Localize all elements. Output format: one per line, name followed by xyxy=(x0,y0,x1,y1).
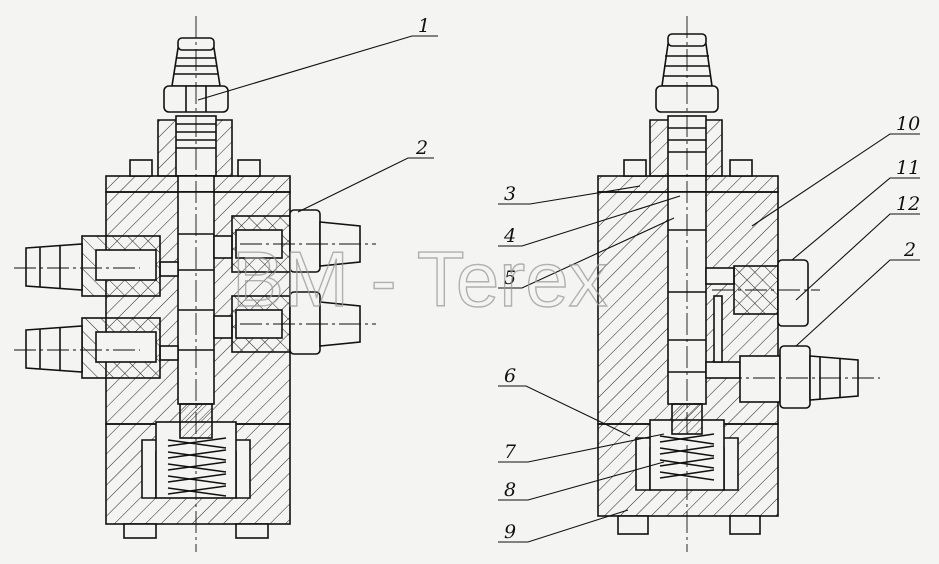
callout-2-right: 2 xyxy=(903,239,916,261)
callout-6: 6 xyxy=(504,365,516,387)
callout-2-left: 2 xyxy=(415,137,428,159)
callout-5: 5 xyxy=(504,267,516,289)
callout-12: 12 xyxy=(896,193,920,215)
right-port-fitting xyxy=(739,345,859,409)
callout-4: 4 xyxy=(503,225,516,247)
right-valve-view xyxy=(597,16,880,552)
left-side-fittings xyxy=(25,235,161,379)
callout-8: 8 xyxy=(504,479,516,501)
callout-10: 10 xyxy=(896,113,920,135)
callout-3: 3 xyxy=(504,183,516,205)
callout-1: 1 xyxy=(418,15,430,37)
callout-7: 7 xyxy=(504,441,517,463)
watermark: BM - Terex xyxy=(232,235,608,323)
callout-11: 11 xyxy=(896,157,920,179)
callout-9: 9 xyxy=(504,521,516,543)
leader-lines xyxy=(197,35,920,543)
left-valve-view xyxy=(14,16,376,552)
